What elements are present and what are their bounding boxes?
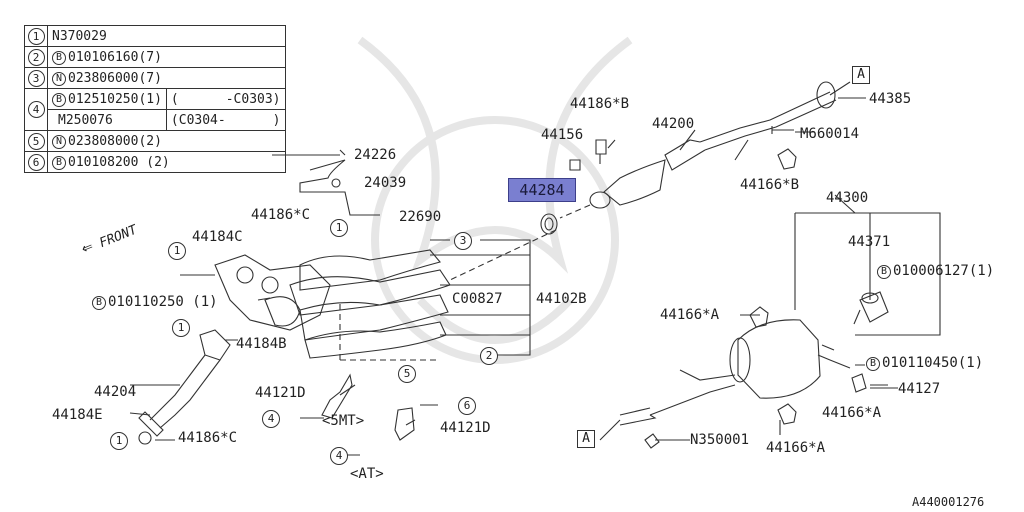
legend-num-5: 5 xyxy=(27,132,45,150)
nut-prefix-icon: N xyxy=(52,71,66,86)
legend-num-2: 2 xyxy=(27,48,45,66)
part-label-c00827[interactable]: C00827 xyxy=(452,291,503,307)
bolt-prefix-icon: B xyxy=(52,155,66,170)
bolt-prefix-icon: B xyxy=(877,265,891,279)
diagram-id: A440001276 xyxy=(912,495,985,509)
part-44284-highlight[interactable]: 44284 xyxy=(508,178,576,202)
part-label-44156[interactable]: 44156 xyxy=(541,127,584,143)
legend-text-3: 023806000(7) xyxy=(68,70,162,86)
bolt-prefix-icon: B xyxy=(52,92,66,107)
part-label-44204[interactable]: 44204 xyxy=(94,384,137,400)
callout-bubble-1[interactable]: 1 xyxy=(110,432,128,450)
part-label-44371[interactable]: 44371 xyxy=(848,234,891,250)
legend-text-4a: 012510250(1) xyxy=(68,91,162,107)
part-label-44300[interactable]: 44300 xyxy=(826,190,869,206)
legend-range-4b: (C0304- ) xyxy=(165,109,286,131)
part-label-44166a-left[interactable]: 44166*A xyxy=(660,307,720,323)
callout-bubble-1[interactable]: 1 xyxy=(330,219,348,237)
part-label-44186c-top[interactable]: 44186*C xyxy=(251,207,311,223)
legend-text-6: 010108200 (2) xyxy=(68,154,170,170)
part-label-44121d-a[interactable]: 44121D xyxy=(255,385,306,401)
legend-text-1: N370029 xyxy=(47,25,286,47)
part-label-010006127-text: 010006127(1) xyxy=(893,263,995,279)
part-label-22690[interactable]: 22690 xyxy=(399,209,442,225)
nut-prefix-icon: N xyxy=(52,134,66,149)
callout-bubble-6[interactable]: 6 xyxy=(458,397,476,415)
variant-label-5mt: <5MT> xyxy=(322,413,365,429)
callout-bubble-5[interactable]: 5 xyxy=(398,365,416,383)
legend-row-1: 1 N370029 xyxy=(24,25,286,47)
variant-label-at: <AT> xyxy=(350,466,384,482)
connector-a-box-top: A xyxy=(852,66,870,84)
callout-bubble-1[interactable]: 1 xyxy=(172,319,190,337)
legend-text-2: 010106160(7) xyxy=(68,49,162,65)
hanger-44166b xyxy=(777,148,797,170)
part-label-24226[interactable]: 24226 xyxy=(354,147,397,163)
legend-num-6: 6 xyxy=(27,153,45,171)
part-label-010110250-text: 010110250 (1) xyxy=(108,294,218,310)
bolt-prefix-icon: B xyxy=(866,357,880,371)
front-pipe-44200 xyxy=(589,81,837,209)
part-label-24039[interactable]: 24039 xyxy=(364,175,407,191)
legend-range-4a: ( -C0303) xyxy=(165,88,286,110)
part-label-44166b[interactable]: 44166*B xyxy=(740,177,800,193)
legend-row-4b: M250076 (C0304- ) xyxy=(25,109,286,131)
gasket-44284 xyxy=(540,213,558,235)
tail-pipe-44371 xyxy=(859,291,889,323)
legend-text-4b: M250076 xyxy=(47,109,167,131)
callout-bubble-1[interactable]: 1 xyxy=(168,242,186,260)
legend-text-5: 023808000(2) xyxy=(68,133,162,149)
legend-num-3: 3 xyxy=(27,69,45,87)
part-label-44102b[interactable]: 44102B xyxy=(536,291,587,307)
part-label-44121d-b[interactable]: 44121D xyxy=(440,420,491,436)
part-label-44127[interactable]: 44127 xyxy=(898,381,941,397)
legend-num-4: 4 xyxy=(27,101,45,118)
part-label-44184e[interactable]: 44184E xyxy=(52,407,103,423)
part-label-n350001[interactable]: N350001 xyxy=(690,432,750,448)
part-label-44200[interactable]: 44200 xyxy=(652,116,695,132)
part-label-44385[interactable]: 44385 xyxy=(869,91,912,107)
part-label-44184b[interactable]: 44184B xyxy=(236,336,287,352)
connector-a-box-bottom: A xyxy=(577,430,595,448)
part-label-44186b[interactable]: 44186*B xyxy=(570,96,630,112)
exhaust-manifold xyxy=(214,254,331,331)
part-label-44184c[interactable]: 44184C xyxy=(192,229,243,245)
callout-bubble-4[interactable]: 4 xyxy=(262,410,280,428)
muffler-44300 xyxy=(619,319,851,426)
bolt-prefix-icon: B xyxy=(52,50,66,65)
part-label-44166a-bottom[interactable]: 44166*A xyxy=(766,440,826,456)
part-label-m660014[interactable]: M660014 xyxy=(800,126,860,142)
part-label-44166a-mid[interactable]: 44166*A xyxy=(822,405,882,421)
callout-bubble-2[interactable]: 2 xyxy=(480,347,498,365)
legend-num-1: 1 xyxy=(27,27,45,45)
part-label-010110450-text: 010110450(1) xyxy=(882,355,984,371)
front-pipe-44204 xyxy=(138,329,231,445)
callout-bubble-3[interactable]: 3 xyxy=(454,232,472,250)
bolt-prefix-icon: B xyxy=(92,296,106,310)
part-label-44186c-bottom[interactable]: 44186*C xyxy=(178,430,238,446)
callout-bubble-4[interactable]: 4 xyxy=(330,447,348,465)
